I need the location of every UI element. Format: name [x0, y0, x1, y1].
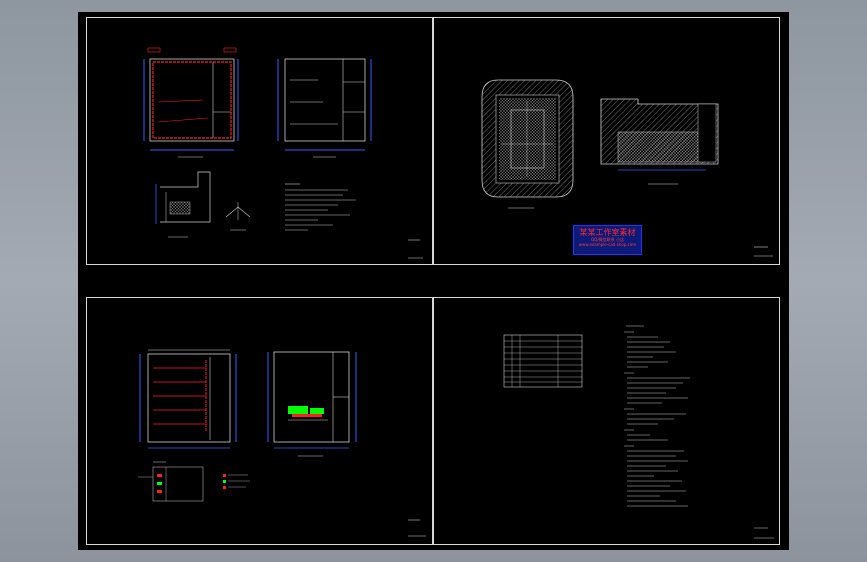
sheet4-design-notes	[624, 325, 774, 539]
drawing-sheet-1[interactable]	[86, 17, 433, 265]
sheet3-plan-a	[139, 349, 237, 449]
drawing-sheet-2[interactable]	[433, 17, 780, 265]
sheet3-legend	[138, 461, 426, 537]
sheet1-section-detail	[155, 171, 251, 238]
sheet2-titleblock	[754, 246, 773, 257]
stamp-line-1: QQ/微信联系 小店	[591, 237, 624, 242]
watermark-stamp: 某某工作室素材 QQ/微信联系 小店 www.example-cad-shop.…	[573, 225, 642, 255]
sheet4-material-table	[503, 334, 583, 388]
cad-canvas[interactable]: 某某工作室素材 QQ/微信联系 小店 www.example-cad-shop.…	[78, 12, 789, 550]
sheet1-plan-b	[277, 58, 372, 158]
stamp-title: 某某工作室素材	[579, 228, 636, 237]
drawing-geometry	[138, 47, 774, 539]
sheet1-notes	[285, 183, 423, 259]
sheet3-plan-b	[267, 351, 357, 457]
stamp-line-2: www.example-cad-shop.com	[578, 242, 637, 247]
sheet1-plan-a	[143, 47, 239, 158]
drawing-sheet-4[interactable]	[433, 297, 780, 545]
drawing-sheet-3[interactable]	[86, 297, 433, 545]
sheet2-foundation-section	[600, 98, 719, 185]
sheet2-foundation-plan	[481, 79, 574, 209]
